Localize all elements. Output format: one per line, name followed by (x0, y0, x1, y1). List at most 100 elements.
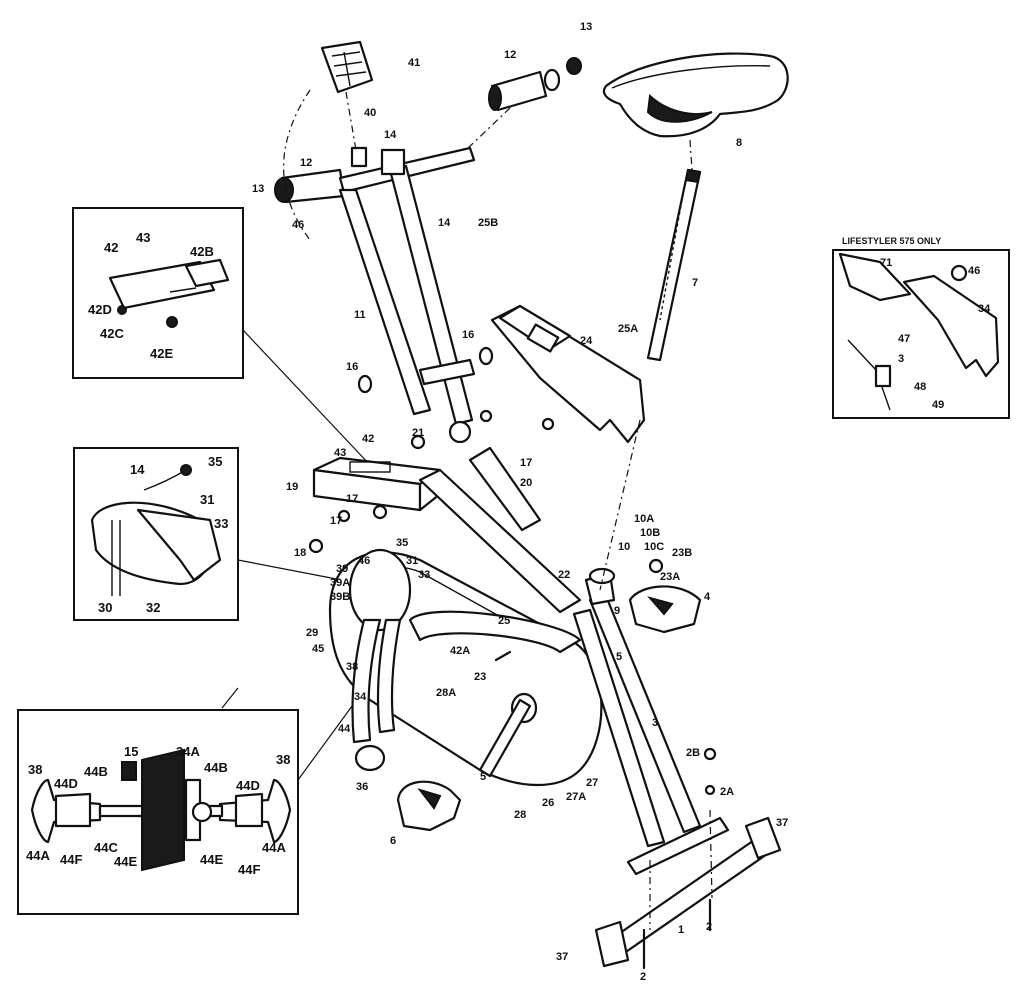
callout-23: 23 (474, 671, 486, 683)
leader-monitor (242, 329, 371, 466)
callout-34: 34 (978, 303, 991, 315)
callout-36: 36 (356, 781, 368, 793)
callout-45: 45 (312, 643, 324, 655)
callout-28A: 28A (436, 687, 456, 699)
callout-4: 4 (704, 591, 711, 603)
callout-44D: 44D (54, 776, 78, 791)
callout-44A: 44A (262, 840, 286, 855)
callout-17: 17 (346, 493, 358, 505)
callout-30: 30 (98, 600, 112, 615)
callout-37: 37 (776, 817, 788, 829)
callout-25B: 25B (478, 217, 498, 229)
inset-box-lifestyler (832, 249, 1010, 419)
callout-21: 21 (412, 427, 424, 439)
callout-12: 12 (504, 49, 516, 61)
callout-33: 33 (418, 569, 430, 581)
callout-7: 7 (692, 277, 698, 289)
assembly-line-feet-2 (709, 809, 713, 899)
assembly-line-monitor (345, 91, 357, 151)
callout-14: 14 (438, 217, 451, 229)
pedal-right (628, 585, 702, 634)
callout-25A: 25A (618, 323, 638, 335)
left-grip (274, 168, 346, 204)
callout-26: 26 (542, 797, 554, 809)
callout-2B: 2B (686, 747, 700, 759)
callout-12: 12 (300, 157, 312, 169)
callout-38: 38 (276, 752, 290, 767)
callout-44E: 44E (200, 852, 223, 867)
inset-lifestyler-drawing (838, 252, 1000, 411)
callout-44F: 44F (238, 862, 260, 877)
callout-24: 24 (580, 335, 593, 347)
callout-44: 44 (338, 723, 351, 735)
callout-35: 35 (396, 537, 408, 549)
callout-3: 3 (652, 717, 658, 729)
pedal-left (396, 780, 462, 832)
inset-axle-drawing (30, 748, 292, 872)
callout-9: 9 (614, 605, 620, 617)
assembly-line-seat (689, 139, 693, 171)
callout-71: 71 (880, 257, 892, 269)
callout-42E: 42E (150, 346, 173, 361)
callout-44B: 44B (84, 764, 108, 779)
callout-13: 13 (580, 21, 592, 33)
callout-47: 47 (898, 333, 910, 345)
callout-17: 17 (330, 515, 342, 527)
fasteners (308, 346, 717, 970)
callout-44D: 44D (236, 778, 260, 793)
callout-44B: 44B (204, 760, 228, 775)
console-block (312, 456, 442, 512)
seat-post (646, 168, 702, 362)
inset-title: LIFESTYLER 575 ONLY (842, 236, 941, 246)
callout-labels-brake-inset: 14 35 31 33 30 32 (98, 454, 228, 615)
inset-box-monitor (72, 207, 244, 379)
callout-44A: 44A (26, 848, 50, 863)
callout-3: 3 (898, 353, 904, 365)
callout-23A: 23A (660, 571, 680, 583)
callout-10: 10 (618, 541, 630, 553)
callout-19: 19 (286, 481, 298, 493)
callout-27: 27 (586, 777, 598, 789)
callout-8: 8 (736, 137, 742, 149)
callout-5: 5 (616, 651, 622, 663)
callout-2: 2 (706, 921, 712, 933)
stem-tube (418, 420, 582, 614)
callout-23B: 23B (672, 547, 692, 559)
inset-monitor-drawing (108, 258, 230, 328)
callout-1: 1 (678, 924, 684, 936)
seat-post-housing (490, 304, 646, 444)
callout-16: 16 (462, 329, 474, 341)
callout-46: 46 (292, 219, 304, 231)
callout-31: 31 (200, 492, 214, 507)
callout-labels-monitor-inset: 42 43 42B 42D 42C 42E (88, 230, 214, 361)
leader-axle-top (221, 687, 239, 709)
callout-10A: 10A (634, 513, 654, 525)
callout-10B: 10B (640, 527, 660, 539)
callout-46: 46 (968, 265, 980, 277)
callout-32: 32 (146, 600, 160, 615)
inset-box-brake (73, 447, 239, 621)
callout-40: 40 (364, 107, 376, 119)
callout-29: 29 (306, 627, 318, 639)
callout-22: 22 (558, 569, 570, 581)
callout-48: 48 (914, 381, 926, 393)
callout-14: 14 (130, 462, 145, 477)
callout-2A: 2A (720, 786, 734, 798)
crank-arm (478, 698, 532, 778)
callout-39: 39 (336, 563, 348, 575)
callout-41: 41 (408, 57, 420, 69)
callout-39B: 39B (330, 591, 350, 603)
inset-brake-drawing (90, 464, 222, 596)
callout-31: 31 (406, 555, 418, 567)
assembly-line-grip (465, 107, 511, 151)
callout-17: 17 (520, 457, 532, 469)
callout-33: 33 (214, 516, 228, 531)
callout-44E: 44E (114, 854, 137, 869)
callout-37: 37 (556, 951, 568, 963)
callout-42D: 42D (88, 302, 112, 317)
callout-42B: 42B (190, 244, 214, 259)
frame-foot-plate (626, 816, 730, 876)
callout-49: 49 (932, 399, 944, 411)
assembly-line-post (599, 419, 641, 591)
callout-10C: 10C (644, 541, 664, 553)
